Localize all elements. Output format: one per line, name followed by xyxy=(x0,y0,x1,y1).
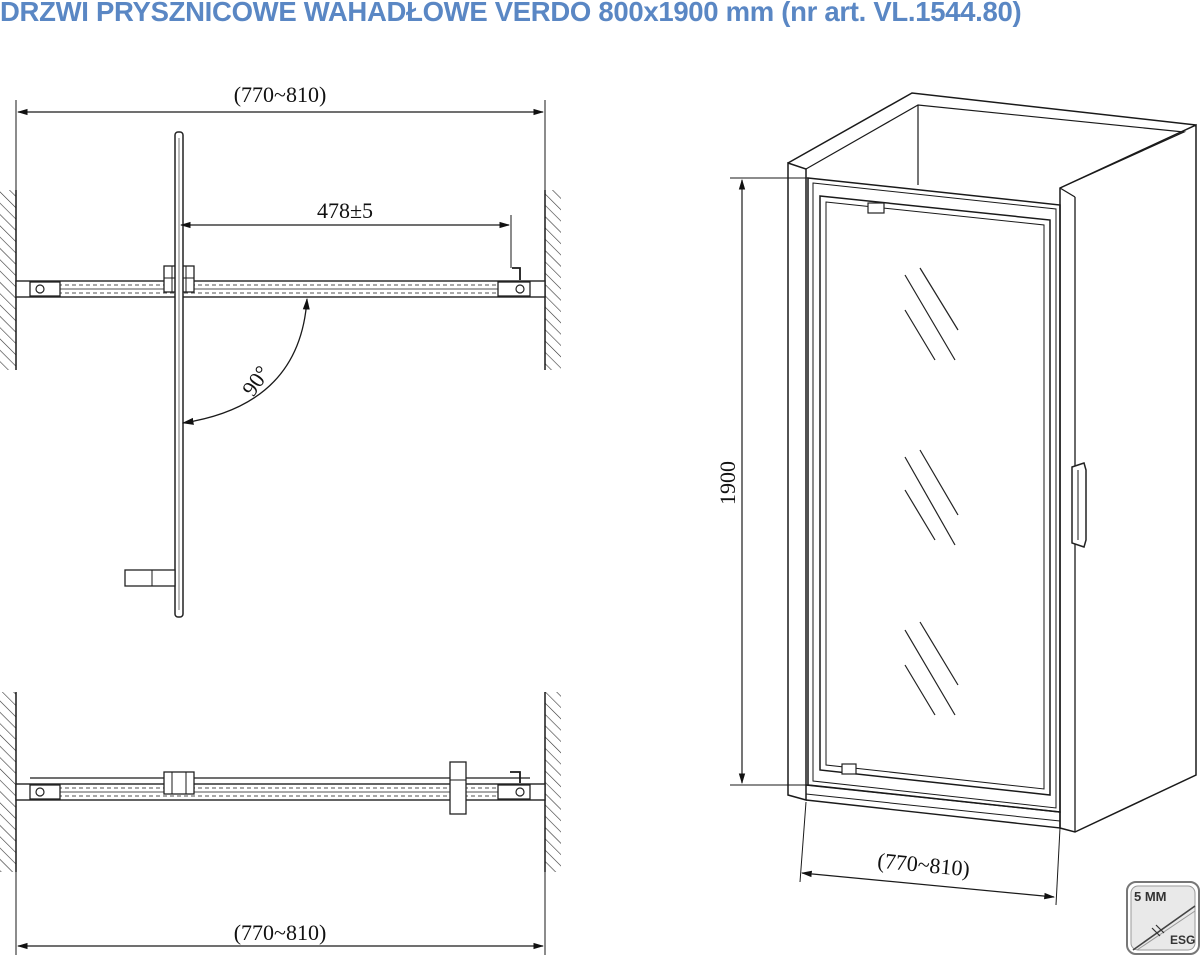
door-handle-plan xyxy=(124,569,176,587)
glass-reflection-marks xyxy=(904,267,959,716)
plan-view-closed: (770~810) xyxy=(0,692,561,955)
product-title: DRZWI PRYSZNICOWE WAHADŁOWE VERDO 800x19… xyxy=(0,0,1022,27)
right-wall-hatch-2 xyxy=(545,692,561,872)
perspective-width-dim-line xyxy=(800,870,1056,900)
left-wall-hatch xyxy=(0,190,16,370)
hinge-block-2 xyxy=(163,771,195,795)
swing-angle-arc xyxy=(181,297,310,425)
perspective-width-dim-label: (770~810) xyxy=(876,848,971,882)
angle-label: 90° xyxy=(237,361,275,401)
opening-dim-label: 478±5 xyxy=(317,198,373,223)
plan-view-open: (770~810) 478±5 90° xyxy=(0,82,561,618)
perspective-view: 1900 (770~810) xyxy=(715,92,1197,906)
badge-glass-type: ESG xyxy=(1170,933,1195,947)
door-frame xyxy=(807,177,1061,813)
door-handle-closed xyxy=(449,761,467,815)
badge-thickness: 5 MM xyxy=(1134,889,1167,904)
glass-spec-badge: 5 MM ESG xyxy=(1126,881,1200,955)
bottom-width-dim-label: (770~810) xyxy=(234,920,327,945)
glass-panel xyxy=(819,195,1051,796)
door-handle-3d xyxy=(1071,462,1087,548)
left-wall-3d xyxy=(787,161,807,801)
height-dim-label: 1900 xyxy=(715,461,740,505)
top-width-dim-label: (770~810) xyxy=(234,82,327,107)
right-wall-hatch xyxy=(545,190,561,370)
left-wall-hatch-2 xyxy=(0,692,16,872)
